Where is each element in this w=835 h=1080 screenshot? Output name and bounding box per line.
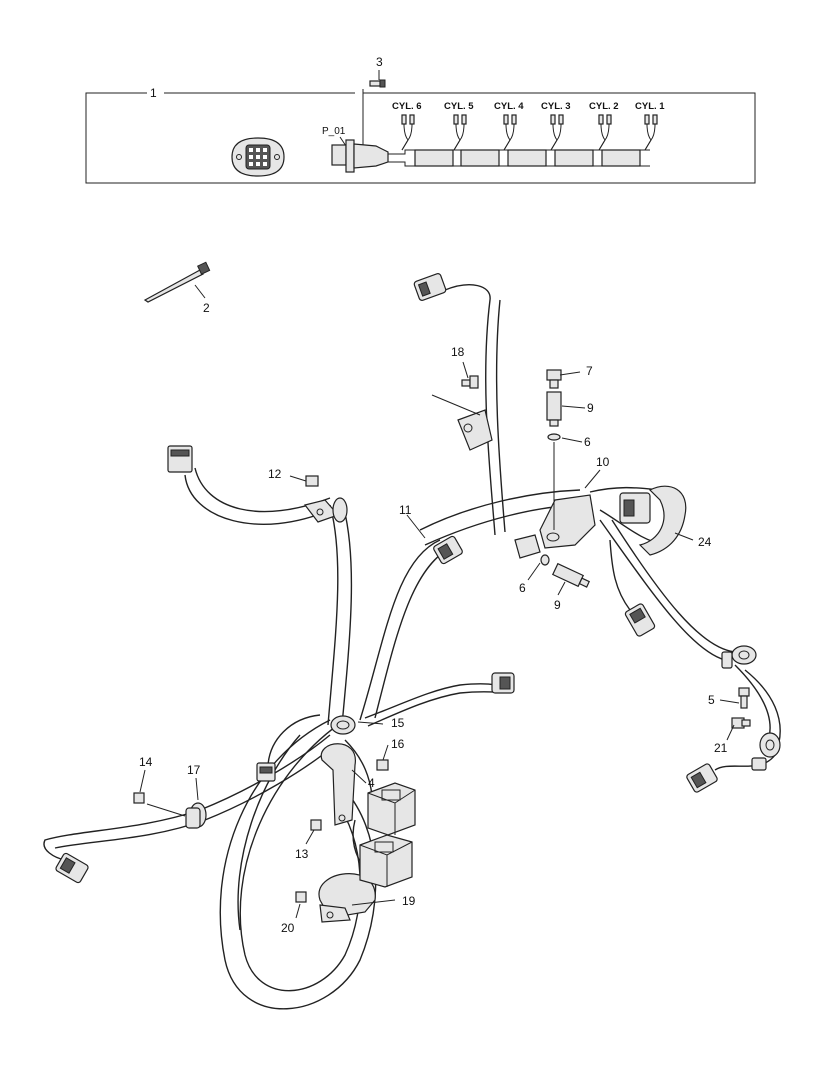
leader-lines [139,284,740,919]
callout-15: 15 [391,716,405,730]
relay-block-upper-icon [367,782,416,836]
callout-9-lower: 9 [554,598,561,612]
callouts: 2 7 9 6 10 11 12 18 6 9 24 5 21 15 16 4 … [139,301,728,935]
clip-21-icon [751,732,781,771]
callout-4: 4 [368,776,375,790]
connector-24-icon [619,485,687,556]
cylinder-plug-icon [401,114,415,151]
connector-top-icon [413,273,447,301]
cylinder-plug-icon [644,114,658,151]
callout-9-upper: 9 [587,401,594,415]
cylinder-label: CYL. 6 [392,101,422,112]
cylinder-plug-icon [453,114,467,151]
callout-13: 13 [295,847,309,861]
cylinder-label: CYL. 1 [635,101,665,112]
clamp-19-icon [318,873,376,923]
nut-7-icon [546,369,562,389]
connector-label: P_01 [322,126,346,137]
callout-17: 17 [187,763,201,777]
cylinder-pigtails: CYL. 6 CYL. 5 CYL. 4 CYL. 3 CYL. 2 CYL. 1 [392,101,665,151]
cylinder-label: CYL. 2 [589,101,619,112]
screw-label: 3 [376,55,383,69]
connector-left-upper-icon [167,445,193,473]
clip-17-icon [185,802,207,829]
connector-face-icon [231,137,285,177]
callout-21: 21 [714,741,728,755]
nut-14-icon [133,792,145,804]
nut-12-icon [305,475,319,487]
bolt-18-icon [461,375,479,389]
callout-20: 20 [281,921,295,935]
connector-left-end-icon [55,852,89,884]
callout-10: 10 [596,455,610,469]
clip-15-icon [330,715,356,735]
washer-6-upper-icon [547,433,561,441]
connector-lower-right-icon [624,603,656,637]
cylinder-plug-icon [550,114,564,151]
inset-item-label: 1 [150,86,157,100]
washer-6-lower-icon [540,554,550,566]
inset-frame [85,92,756,184]
callout-12: 12 [268,467,282,481]
inset-detail: 1 3 P_01 [85,55,756,184]
cylinder-label: CYL. 4 [494,101,524,112]
callout-11: 11 [399,503,412,517]
callout-14: 14 [139,755,153,769]
p01-connector-icon [331,139,389,173]
cable-tie-icon [143,261,211,303]
bolt-21-icon [731,717,751,729]
nut-16-icon [376,759,389,771]
connector-far-right-icon [686,763,718,793]
callout-24: 24 [698,535,712,549]
cylinder-plug-icon [598,114,612,151]
callout-2: 2 [203,301,210,315]
connectors [55,261,781,923]
standoff-9-upper-icon [546,391,562,427]
callout-16: 16 [391,737,405,751]
nut-20-icon [295,891,307,903]
relay-block-lower-icon [359,834,413,888]
clip-12-icon [303,497,348,523]
connector-right-mid-icon [491,672,515,694]
cylinder-label: CYL. 5 [444,101,474,112]
clamp-4-icon [320,743,356,826]
bolt-5-icon [738,687,750,709]
nut-13-icon [310,819,322,831]
standoff-9-lower-icon [551,562,591,588]
callout-7: 7 [586,364,593,378]
screw-icon [369,79,386,88]
callout-5: 5 [708,693,715,707]
callout-6-upper: 6 [584,435,591,449]
cylinder-plug-icon [503,114,517,151]
inset-sleeves [414,149,641,167]
callout-19: 19 [402,894,416,908]
bracket-18-icon [457,409,493,451]
bracket-10-icon [514,494,596,559]
callout-6-lower: 6 [519,581,526,595]
clip-5-icon [721,645,757,669]
connector-left-mid-icon [256,762,276,782]
cylinder-label: CYL. 3 [541,101,571,112]
connector-center-icon [433,535,463,565]
callout-18: 18 [451,345,465,359]
